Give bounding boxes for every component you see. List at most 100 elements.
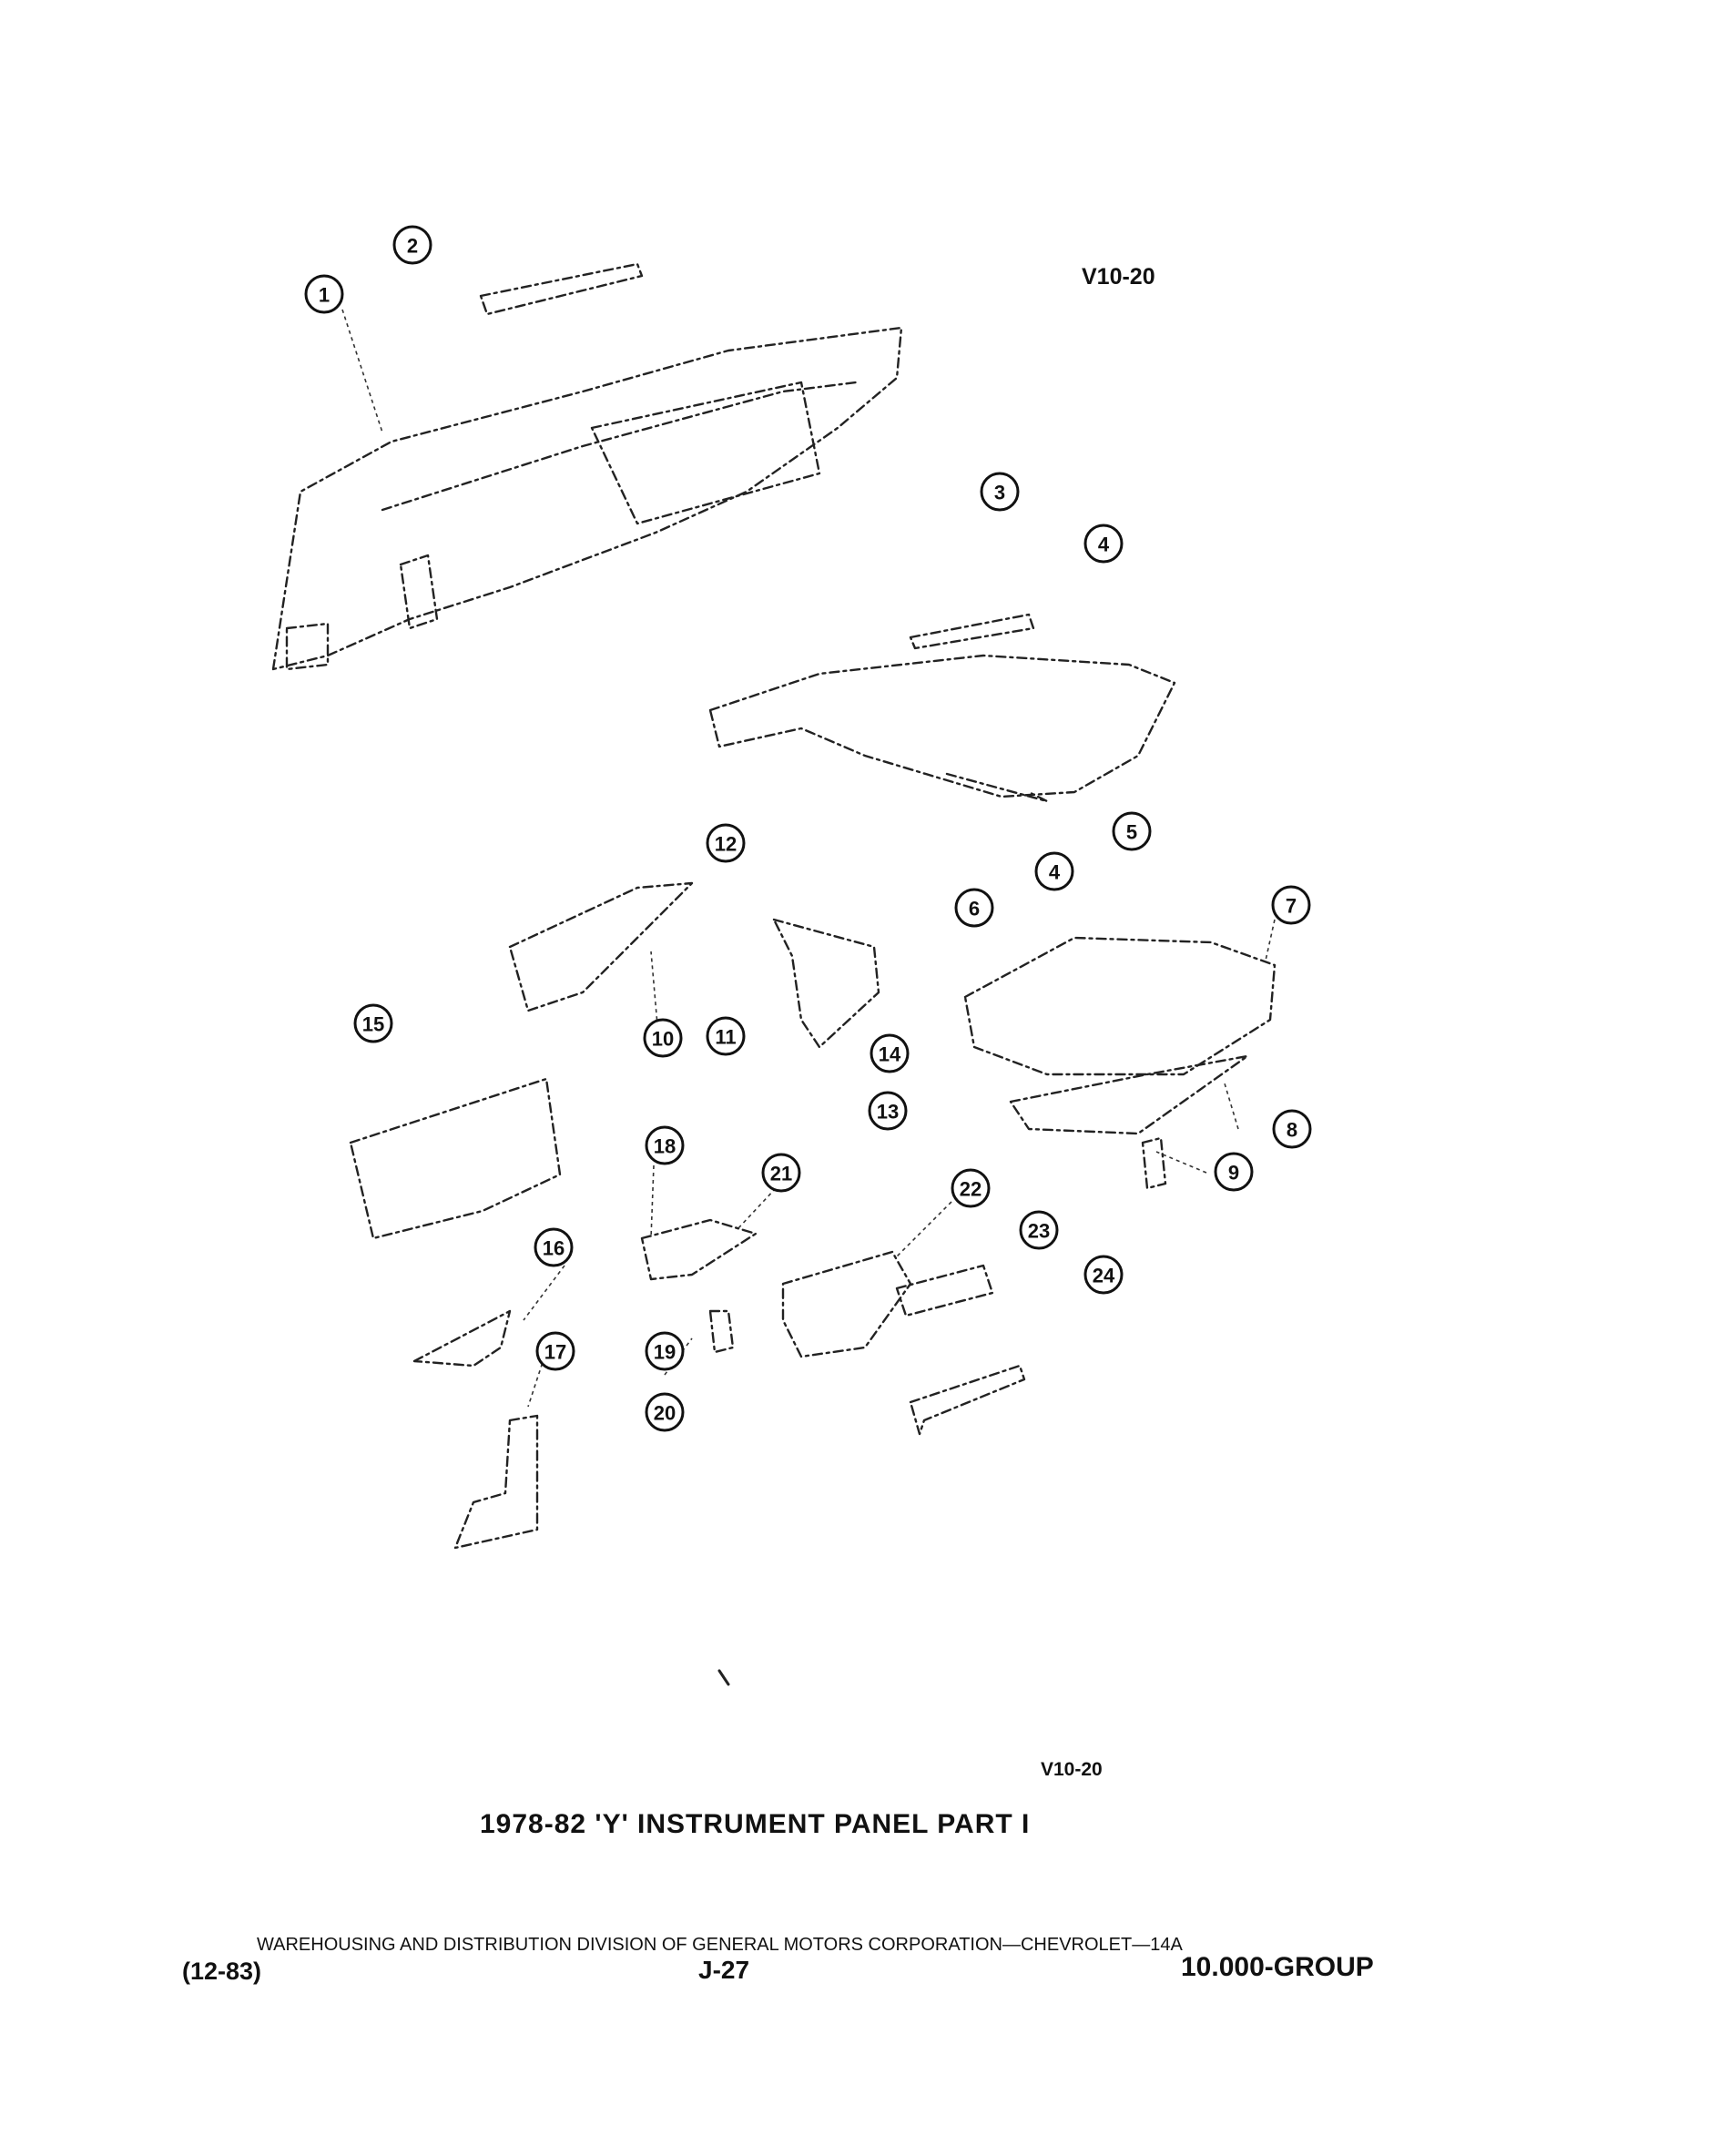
instrument-panel-pad-column xyxy=(399,554,439,630)
callout-13: 13 xyxy=(868,1091,908,1131)
footer-division-line: WAREHOUSING AND DISTRIBUTION DIVISION OF… xyxy=(257,1935,1183,1955)
callout-number: 14 xyxy=(879,1043,901,1066)
illustration-ref-top: V10-20 xyxy=(1082,264,1155,290)
callout-19: 19 xyxy=(645,1331,685,1371)
callout-number: 11 xyxy=(715,1026,736,1049)
console-extension xyxy=(909,1364,1026,1436)
callout-10: 10 xyxy=(643,1018,683,1058)
callout-23: 23 xyxy=(1019,1210,1059,1250)
stray-mark xyxy=(717,1669,730,1686)
knee-bolster xyxy=(772,918,880,1049)
diagram-title: 1978-82 'Y' INSTRUMENT PANEL PART I xyxy=(480,1809,1031,1839)
callout-number: 6 xyxy=(969,898,980,920)
callout-number: 16 xyxy=(543,1237,565,1260)
callout-circle xyxy=(954,888,994,928)
callout-21: 21 xyxy=(761,1153,801,1193)
group-number: 10.000-GROUP xyxy=(1181,1952,1374,1982)
callout-number: 20 xyxy=(654,1402,676,1425)
callout-number: 3 xyxy=(994,482,1005,504)
callout-circle xyxy=(868,1091,908,1131)
heater-control-housing-lower xyxy=(1009,1054,1249,1135)
callout-circle xyxy=(1272,1109,1312,1149)
callout-number: 19 xyxy=(654,1341,676,1364)
callout-circle xyxy=(980,472,1020,512)
callout-6: 6 xyxy=(954,888,994,928)
callout-circle xyxy=(870,1033,910,1073)
callout-18: 18 xyxy=(645,1125,685,1165)
callout-number: 2 xyxy=(407,235,418,258)
callout-circle xyxy=(1271,885,1311,925)
callout-number: 9 xyxy=(1228,1162,1239,1185)
callout-circle xyxy=(1214,1152,1254,1192)
callout-circle xyxy=(951,1168,991,1208)
console-bracket xyxy=(708,1309,735,1354)
callout-number: 23 xyxy=(1028,1220,1050,1243)
glove-box-door xyxy=(508,881,694,1012)
revision-date: (12-83) xyxy=(182,1958,262,1985)
callout-circle xyxy=(353,1003,393,1043)
console-lid xyxy=(895,1264,994,1317)
callout-circle xyxy=(643,1018,683,1058)
heater-control-housing-bracket xyxy=(1141,1136,1167,1190)
callout-1: 1 xyxy=(304,274,344,314)
callout-16: 16 xyxy=(534,1227,574,1267)
callout-circle xyxy=(1112,811,1152,851)
callout-22: 22 xyxy=(951,1168,991,1208)
callout-number: 5 xyxy=(1126,821,1137,844)
callout-circle xyxy=(706,1016,746,1056)
callout-8: 8 xyxy=(1272,1109,1312,1149)
callout-circle xyxy=(645,1331,685,1371)
callout-number: 7 xyxy=(1286,895,1297,918)
callout-9: 9 xyxy=(1214,1152,1254,1192)
callout-circle xyxy=(1019,1210,1059,1250)
callout-number: 10 xyxy=(652,1028,674,1051)
callout-circle xyxy=(706,823,746,863)
callout-circle xyxy=(534,1227,574,1267)
callout-number: 4 xyxy=(1098,534,1110,556)
callout-circle xyxy=(1034,851,1074,891)
callout-number: 12 xyxy=(715,833,737,856)
leader-lines xyxy=(341,309,1276,1408)
lower-trim-panel-vertical xyxy=(453,1414,539,1550)
callout-number: 8 xyxy=(1287,1119,1297,1142)
lower-trim-panel xyxy=(412,1309,512,1368)
callout-circle xyxy=(1083,524,1124,564)
page-number: J-27 xyxy=(698,1956,750,1984)
callout-number: 21 xyxy=(770,1163,792,1185)
cluster-bezel xyxy=(909,613,1035,650)
callout-14: 14 xyxy=(870,1033,910,1073)
callout-circle xyxy=(645,1125,685,1165)
callout-20: 20 xyxy=(645,1392,685,1432)
callout-number: 13 xyxy=(877,1101,899,1124)
callout-4: 4 xyxy=(1083,524,1124,564)
instrument-panel-pad xyxy=(271,326,903,671)
callout-2: 2 xyxy=(392,225,432,265)
callout-24: 24 xyxy=(1083,1255,1124,1295)
callout-circle xyxy=(392,225,432,265)
callout-7: 7 xyxy=(1271,885,1311,925)
instrument-cluster xyxy=(708,654,1176,798)
callout-circle xyxy=(535,1331,575,1371)
console-assembly xyxy=(781,1250,912,1358)
callout-5: 5 xyxy=(1112,811,1152,851)
callout-3: 3 xyxy=(980,472,1020,512)
callout-circle xyxy=(645,1392,685,1432)
callout-number: 18 xyxy=(654,1135,676,1158)
side-trim-panel xyxy=(349,1077,562,1240)
console-trim xyxy=(640,1218,758,1281)
callout-4: 4 xyxy=(1034,851,1074,891)
callout-number: 4 xyxy=(1049,861,1061,884)
instrument-panel-pad-inner xyxy=(381,381,858,512)
instrument-panel-pad-cluster-opening xyxy=(590,381,821,525)
instrument-panel-pad-vent xyxy=(285,622,330,671)
callout-number: 17 xyxy=(544,1341,566,1364)
heater-control-housing xyxy=(963,936,1277,1076)
illustration-ref-bottom: V10-20 xyxy=(1041,1759,1103,1780)
callout-number: 24 xyxy=(1093,1265,1115,1287)
callout-number: 15 xyxy=(362,1013,384,1036)
callout-circle xyxy=(1083,1255,1124,1295)
instrument-cluster-lower xyxy=(945,772,1049,803)
